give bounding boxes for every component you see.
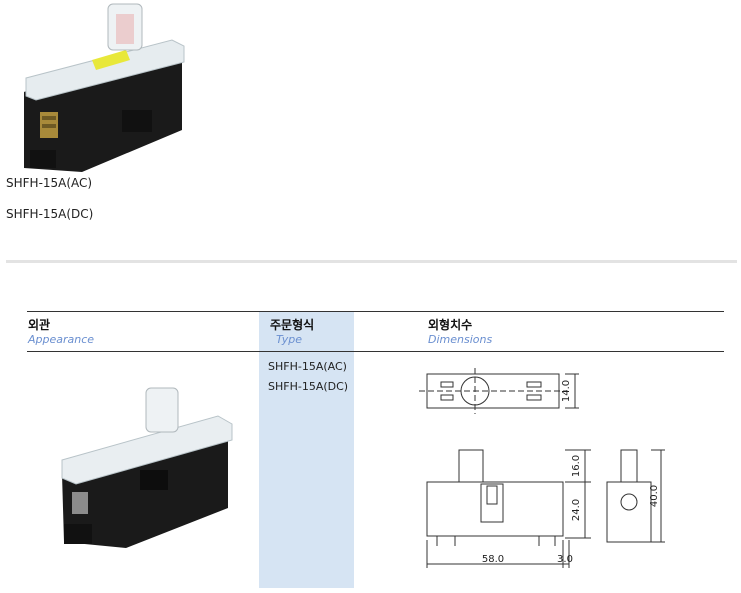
header-dimensions-en: Dimensions — [428, 333, 493, 346]
type-column-background — [259, 312, 354, 588]
dim-top-height-label: 16.0 — [571, 455, 582, 477]
dim-width-label: 14.0 — [561, 380, 572, 402]
table-header-border — [27, 351, 724, 352]
header-appearance-ko: 외관 — [28, 318, 51, 332]
section-divider — [6, 260, 737, 263]
table-top-border — [27, 311, 724, 312]
header-type-ko: 주문형식 — [270, 318, 315, 332]
product-photo-top — [24, 3, 185, 172]
dim-offset-label: 3.0 — [557, 554, 573, 565]
dim-length-label: 58.0 — [482, 554, 504, 565]
dimension-drawing: 14.0 16.0 24.0 40.0 58.0 3.0 — [419, 368, 665, 568]
header-appearance-en: Appearance — [28, 333, 95, 346]
header-dimensions-ko: 외형치수 — [428, 318, 473, 332]
type-item-dc: SHFH-15A(DC) — [268, 380, 349, 393]
type-item-ac: SHFH-15A(AC) — [268, 360, 347, 373]
product-photo-appearance — [61, 387, 233, 548]
header-type-en: Type — [276, 333, 303, 346]
model-label-dc: SHFH-15A(DC) — [6, 207, 94, 221]
dim-total-height-label: 40.0 — [649, 485, 660, 507]
dim-body-height-label: 24.0 — [571, 499, 582, 521]
model-label-ac: SHFH-15A(AC) — [6, 176, 93, 190]
